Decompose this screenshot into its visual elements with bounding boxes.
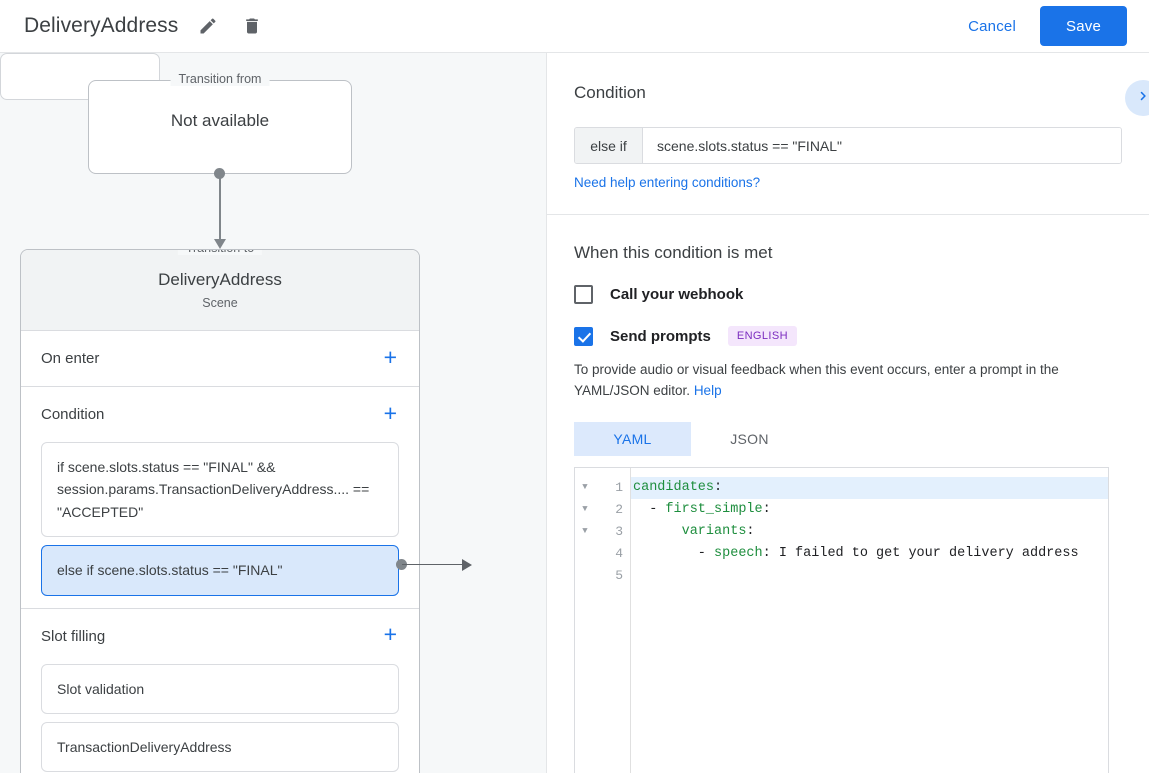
send-prompts-checkbox[interactable]	[574, 326, 593, 346]
cancel-button[interactable]: Cancel	[954, 10, 1030, 43]
code-line: variants:	[631, 521, 1108, 543]
trash-icon	[242, 16, 262, 36]
list-item-selected[interactable]: else if scene.slots.status == "FINAL"	[41, 545, 399, 596]
edge-condition-dot	[396, 559, 407, 570]
section-condition: Condition + if scene.slots.status == "FI…	[21, 387, 419, 609]
section-header: On enter +	[41, 331, 399, 386]
fold-triangle-icon[interactable]: ▼	[582, 504, 588, 515]
yaml-editor[interactable]: ▼ 1 ▼ 2 ▼ 3 4 5	[574, 466, 1109, 773]
line-number: 3	[615, 524, 623, 540]
language-badge: ENGLISH	[727, 326, 797, 346]
tab-yaml[interactable]: YAML	[574, 421, 691, 456]
editor-code-area[interactable]: candidates: - first_simple: variants: - …	[631, 468, 1108, 773]
add-slot-filling-button[interactable]: +	[383, 621, 397, 648]
fold-triangle-icon[interactable]: ▼	[582, 526, 588, 537]
gutter-row: ▼ 1	[575, 477, 630, 499]
condition-list: if scene.slots.status == "FINAL" && sess…	[41, 442, 399, 608]
transition-from-title: Not available	[170, 111, 270, 130]
code-line: - speech: I failed to get your delivery …	[631, 543, 1108, 565]
graph-canvas[interactable]: Transition from Not available Transition…	[0, 53, 546, 773]
graph-canvas-inner: Transition from Not available Transition…	[0, 53, 546, 773]
condition-section: Condition else if Need help entering con…	[547, 53, 1149, 215]
transition-to-node[interactable]: Transition to DeliveryAddress Scene On e…	[20, 249, 420, 773]
delete-button[interactable]	[238, 12, 266, 40]
transition-from-legend: Transition from	[170, 72, 270, 86]
details-panel: Condition else if Need help entering con…	[546, 53, 1149, 773]
send-prompts-label: Send prompts	[610, 327, 711, 345]
code-key: candidates	[633, 480, 715, 496]
prompts-helper-sentence: To provide audio or visual feedback when…	[574, 362, 1059, 398]
code-key: variants	[681, 524, 747, 540]
list-item[interactable]: TransactionDeliveryAddress	[41, 721, 399, 773]
format-tabs: YAML JSON	[574, 421, 1122, 456]
condition-expression-row: else if	[574, 127, 1122, 164]
webhook-row: Call your webhook	[574, 285, 1122, 304]
section-title-on-enter: On enter	[41, 350, 100, 367]
save-button[interactable]: Save	[1040, 6, 1127, 46]
code-colon: :	[714, 480, 723, 496]
top-app-bar: DeliveryAddress Cancel Save	[0, 0, 1149, 53]
condition-heading: Condition	[574, 83, 646, 102]
section-header: Condition +	[41, 387, 399, 442]
edge-horizontal-line	[402, 564, 464, 566]
when-condition-met-heading: When this condition is met	[574, 243, 773, 262]
edge-arrowhead-right	[462, 559, 472, 571]
pencil-icon	[198, 16, 218, 36]
edge-vertical-line	[219, 173, 221, 245]
add-condition-button[interactable]: +	[383, 399, 397, 426]
condition-prefix-label: else if	[575, 128, 643, 163]
transition-from-node[interactable]: Transition from Not available	[88, 72, 352, 174]
section-title-condition: Condition	[41, 406, 105, 423]
code-key: first_simple	[665, 502, 763, 518]
section-on-enter: On enter +	[21, 331, 419, 387]
gutter-row: ▼ 3	[575, 521, 630, 543]
next-panel-button[interactable]	[1125, 80, 1149, 116]
condition-expression-input[interactable]	[643, 128, 1121, 163]
tab-json[interactable]: JSON	[730, 430, 769, 447]
line-number: 4	[615, 546, 623, 562]
code-colon: :	[762, 546, 771, 562]
code-colon: :	[762, 502, 771, 518]
code-value: I failed to get your delivery address	[770, 546, 1079, 562]
page-title: DeliveryAddress	[24, 14, 179, 37]
chevron-right-icon	[1134, 87, 1149, 110]
code-indent	[633, 524, 682, 539]
code-indent: -	[633, 546, 715, 562]
gutter-row: ▼ 2	[575, 499, 630, 521]
code-colon: :	[746, 524, 755, 540]
code-line: - first_simple:	[631, 499, 1108, 521]
send-prompts-row: Send prompts ENGLISH	[574, 326, 1122, 346]
line-number: 5	[615, 568, 623, 584]
list-item[interactable]: Slot validation	[41, 663, 399, 714]
code-line: candidates:	[631, 476, 1108, 499]
when-condition-met-section: When this condition is met Call your web…	[547, 215, 1149, 773]
prompts-help-link[interactable]: Help	[693, 382, 722, 398]
edit-button[interactable]	[194, 12, 222, 40]
gutter-row: 5	[575, 565, 630, 587]
call-webhook-checkbox[interactable]	[574, 285, 593, 304]
prompts-helper-text: To provide audio or visual feedback when…	[574, 360, 1122, 402]
code-indent: -	[633, 502, 666, 518]
section-slot-filling: Slot filling + Slot validation Transacti…	[21, 609, 419, 773]
gutter-row: 4	[575, 543, 630, 565]
section-title-slot-filling: Slot filling	[41, 627, 106, 645]
line-number: 2	[615, 502, 623, 518]
line-number: 1	[615, 480, 623, 496]
edge-arrowhead-down	[214, 239, 226, 249]
fold-triangle-icon[interactable]: ▼	[582, 482, 588, 493]
transition-to-header: DeliveryAddress Scene	[21, 250, 419, 331]
section-header: Slot filling +	[41, 609, 399, 664]
slot-filling-list: Slot validation TransactionDeliveryAddre…	[41, 663, 399, 773]
editor-gutter: ▼ 1 ▼ 2 ▼ 3 4 5	[575, 467, 631, 773]
list-item[interactable]: if scene.slots.status == "FINAL" && sess…	[41, 442, 399, 538]
condition-help-link[interactable]: Need help entering conditions?	[574, 175, 761, 190]
transition-to-subtitle: Scene	[202, 296, 238, 310]
code-key: speech	[714, 546, 763, 562]
transition-to-title: DeliveryAddress	[158, 270, 282, 289]
call-webhook-label: Call your webhook	[610, 286, 744, 303]
add-on-enter-button[interactable]: +	[383, 343, 397, 370]
transition-to-legend: Transition to	[177, 250, 263, 255]
code-line	[631, 565, 1108, 587]
